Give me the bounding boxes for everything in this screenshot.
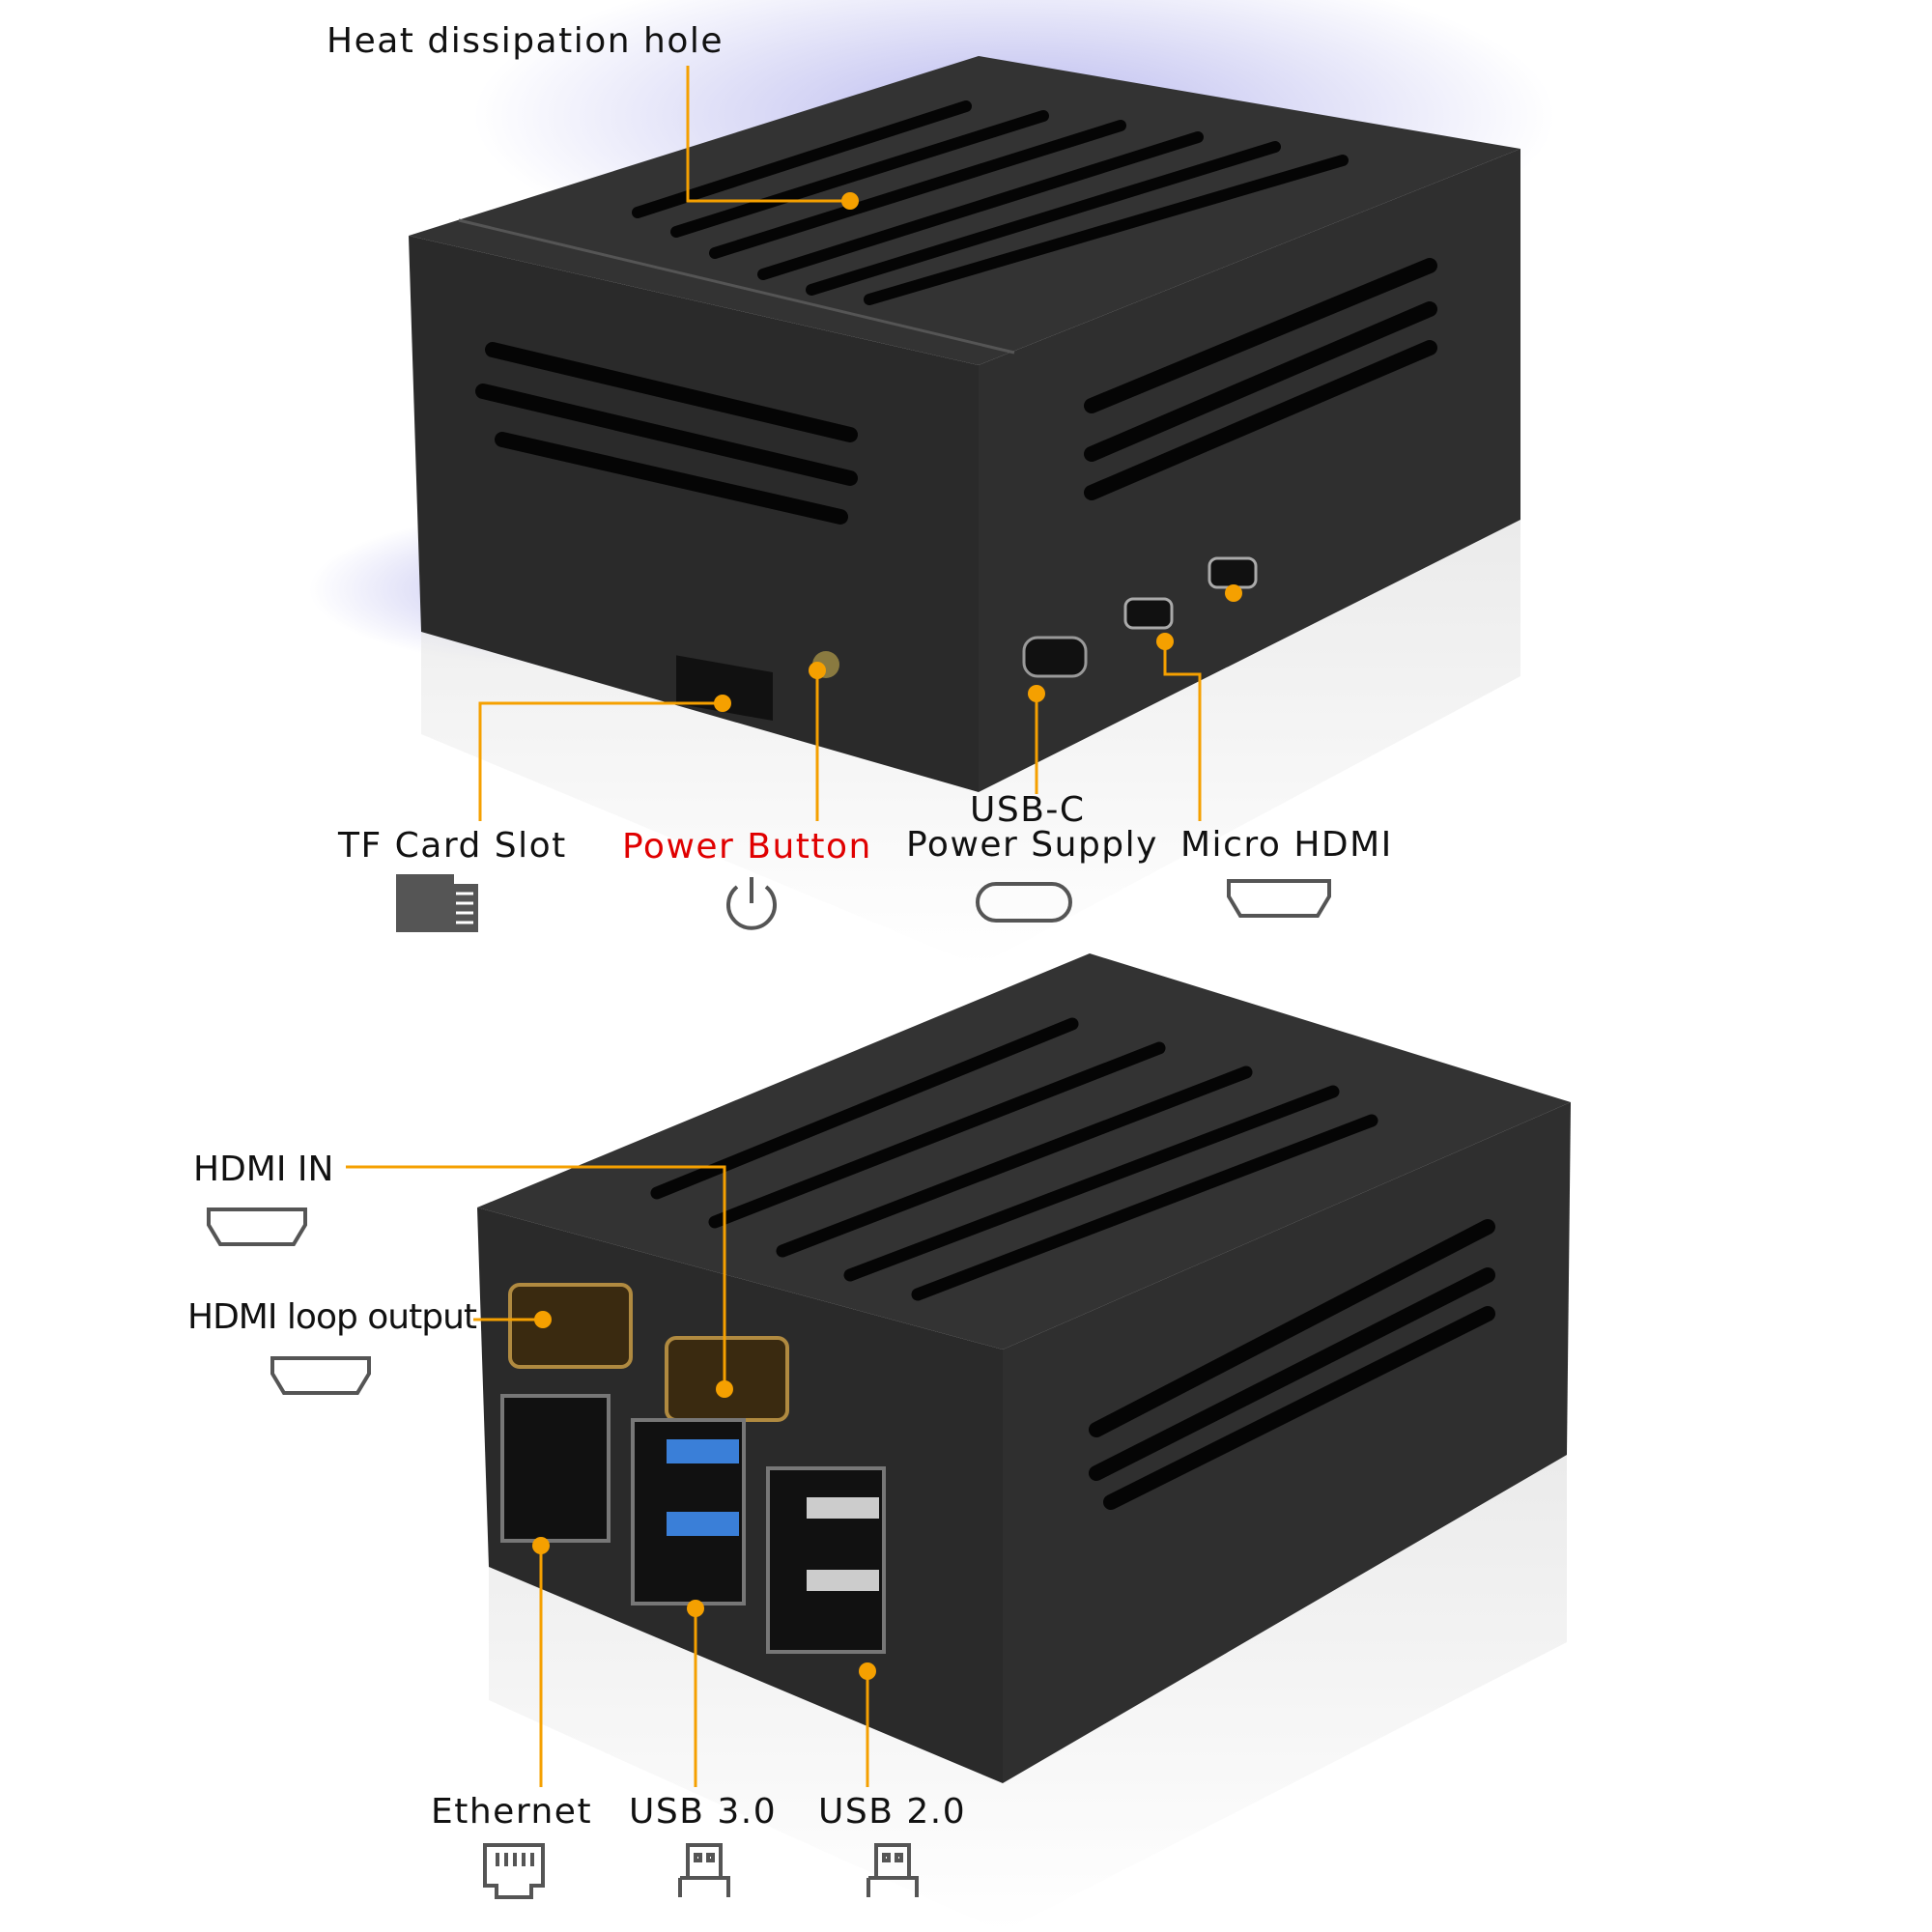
ethernet-label: Ethernet bbox=[431, 1792, 593, 1832]
usb-c-icon bbox=[976, 882, 1072, 923]
front-vent-slots bbox=[475, 342, 858, 525]
hdmi-in-icon bbox=[207, 1208, 307, 1246]
hdmi-loop-port bbox=[508, 1283, 633, 1369]
tf-card-label: TF Card Slot bbox=[338, 826, 567, 866]
case-top-unit bbox=[409, 56, 1520, 966]
hdmi-in-label: HDMI IN bbox=[193, 1150, 334, 1189]
micro-hdmi-port-2 bbox=[1208, 556, 1258, 589]
case-front-face bbox=[409, 236, 979, 792]
usb3-label: USB 3.0 bbox=[629, 1792, 778, 1832]
usb-c-port bbox=[1022, 636, 1088, 678]
micro-hdmi-icon bbox=[1227, 879, 1331, 918]
top-vent-slots bbox=[632, 100, 1349, 305]
power-button-label: Power Button bbox=[622, 827, 872, 867]
case-bottom-unit bbox=[477, 953, 1571, 1932]
power-supply-label: Power Supply bbox=[906, 825, 1158, 865]
hdmi-in-port bbox=[665, 1336, 789, 1422]
usb2-icon bbox=[867, 1843, 919, 1897]
usb-c-label: USB-C bbox=[970, 790, 1086, 830]
hdmi-loop-icon bbox=[270, 1356, 371, 1395]
usb2-label: USB 2.0 bbox=[818, 1792, 967, 1832]
usb3-icon bbox=[678, 1843, 730, 1897]
micro-hdmi-port-1 bbox=[1123, 597, 1174, 630]
hdmi-loop-label: HDMI loop output bbox=[187, 1297, 477, 1337]
callout-lines bbox=[346, 66, 1202, 1787]
ethernet-icon bbox=[483, 1843, 545, 1899]
tf-card-icon bbox=[396, 874, 478, 932]
micro-hdmi-label: Micro HDMI bbox=[1180, 825, 1393, 865]
heat-dissipation-label: Heat dissipation hole bbox=[327, 21, 724, 61]
power-icon bbox=[726, 877, 777, 930]
side-vent-slots bbox=[1084, 258, 1437, 500]
callout-dots bbox=[532, 192, 1242, 1680]
usb2-ports bbox=[766, 1466, 886, 1654]
case-side-face bbox=[979, 149, 1520, 792]
ethernet-port bbox=[500, 1394, 611, 1543]
